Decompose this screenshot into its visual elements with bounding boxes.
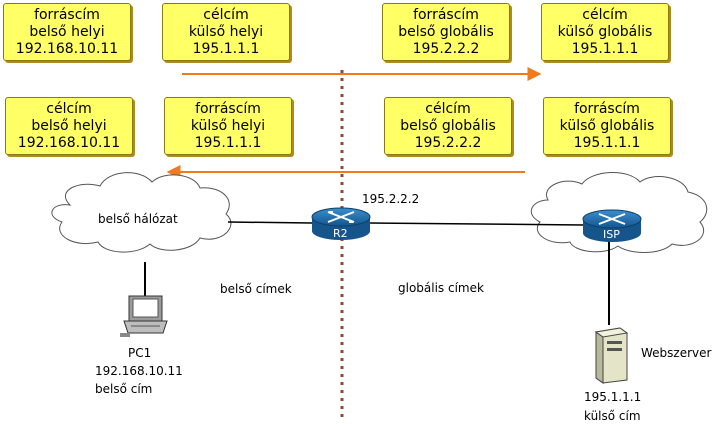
box-line: belső helyi: [31, 117, 107, 134]
addr-box-bottom-1: célcím belső helyi 192.168.10.11: [5, 97, 133, 155]
box-line: 192.168.10.11: [17, 134, 121, 151]
inside-network-label: belső hálózat: [98, 212, 178, 226]
box-line: belső globális: [400, 117, 496, 134]
box-line: forráscím: [413, 6, 479, 23]
box-line: 192.168.10.11: [15, 40, 119, 57]
box-line: belső helyi: [29, 23, 105, 40]
router-r2: [311, 207, 371, 240]
inside-network-cloud: [51, 172, 232, 253]
pc-name-label: PC1: [128, 346, 152, 360]
box-line: 195.1.1.1: [571, 40, 639, 57]
box-line: külső globális: [557, 23, 653, 40]
addr-box-top-1: forráscím belső helyi 192.168.10.11: [3, 3, 131, 61]
box-line: forráscím: [195, 100, 261, 117]
box-line: forráscím: [34, 6, 100, 23]
box-line: külső globális: [559, 117, 655, 134]
r2-label: R2: [333, 227, 348, 240]
box-line: célcím: [582, 6, 628, 23]
link-r2-isp: [369, 222, 585, 226]
inside-addresses-label: belső címek: [220, 282, 292, 296]
box-line: célcím: [425, 100, 471, 117]
box-line: célcím: [203, 6, 249, 23]
box-line: 195.1.1.1: [194, 134, 262, 151]
global-addresses-label: globális címek: [398, 281, 484, 295]
webserver-icon: [594, 327, 629, 384]
server-name-label: Webszerver: [641, 346, 712, 360]
box-line: 195.1.1.1: [573, 134, 641, 151]
server-role-label: külső cím: [584, 409, 641, 423]
box-line: 195.1.1.1: [192, 40, 260, 57]
link-inside-r2: [227, 221, 313, 224]
box-line: belső globális: [398, 23, 494, 40]
addr-box-bottom-2: forráscím külső helyi 195.1.1.1: [164, 97, 292, 155]
addr-box-top-3: forráscím belső globális 195.2.2.2: [382, 3, 510, 61]
addr-box-bottom-4: forráscím külső globális 195.1.1.1: [543, 97, 671, 155]
box-line: külső helyi: [190, 117, 266, 134]
isp-label: ISP: [603, 228, 620, 241]
box-line: külső helyi: [188, 23, 264, 40]
pc-role-label: belső cím: [95, 382, 153, 396]
addr-box-top-4: célcím külső globális 195.1.1.1: [541, 3, 669, 61]
box-line: 195.2.2.2: [414, 134, 482, 151]
router-isp: [582, 209, 642, 242]
server-ip-label: 195.1.1.1: [584, 390, 642, 404]
addr-box-bottom-3: célcím belső globális 195.2.2.2: [384, 97, 512, 155]
pc-ip-label: 192.168.10.11: [95, 364, 183, 378]
box-line: forráscím: [574, 100, 640, 117]
box-line: célcím: [46, 100, 92, 117]
addr-box-top-2: célcím külső helyi 195.1.1.1: [162, 3, 290, 61]
pc1-computer-icon: [120, 295, 168, 337]
r2-ip-label: 195.2.2.2: [362, 192, 420, 206]
box-line: 195.2.2.2: [412, 40, 480, 57]
